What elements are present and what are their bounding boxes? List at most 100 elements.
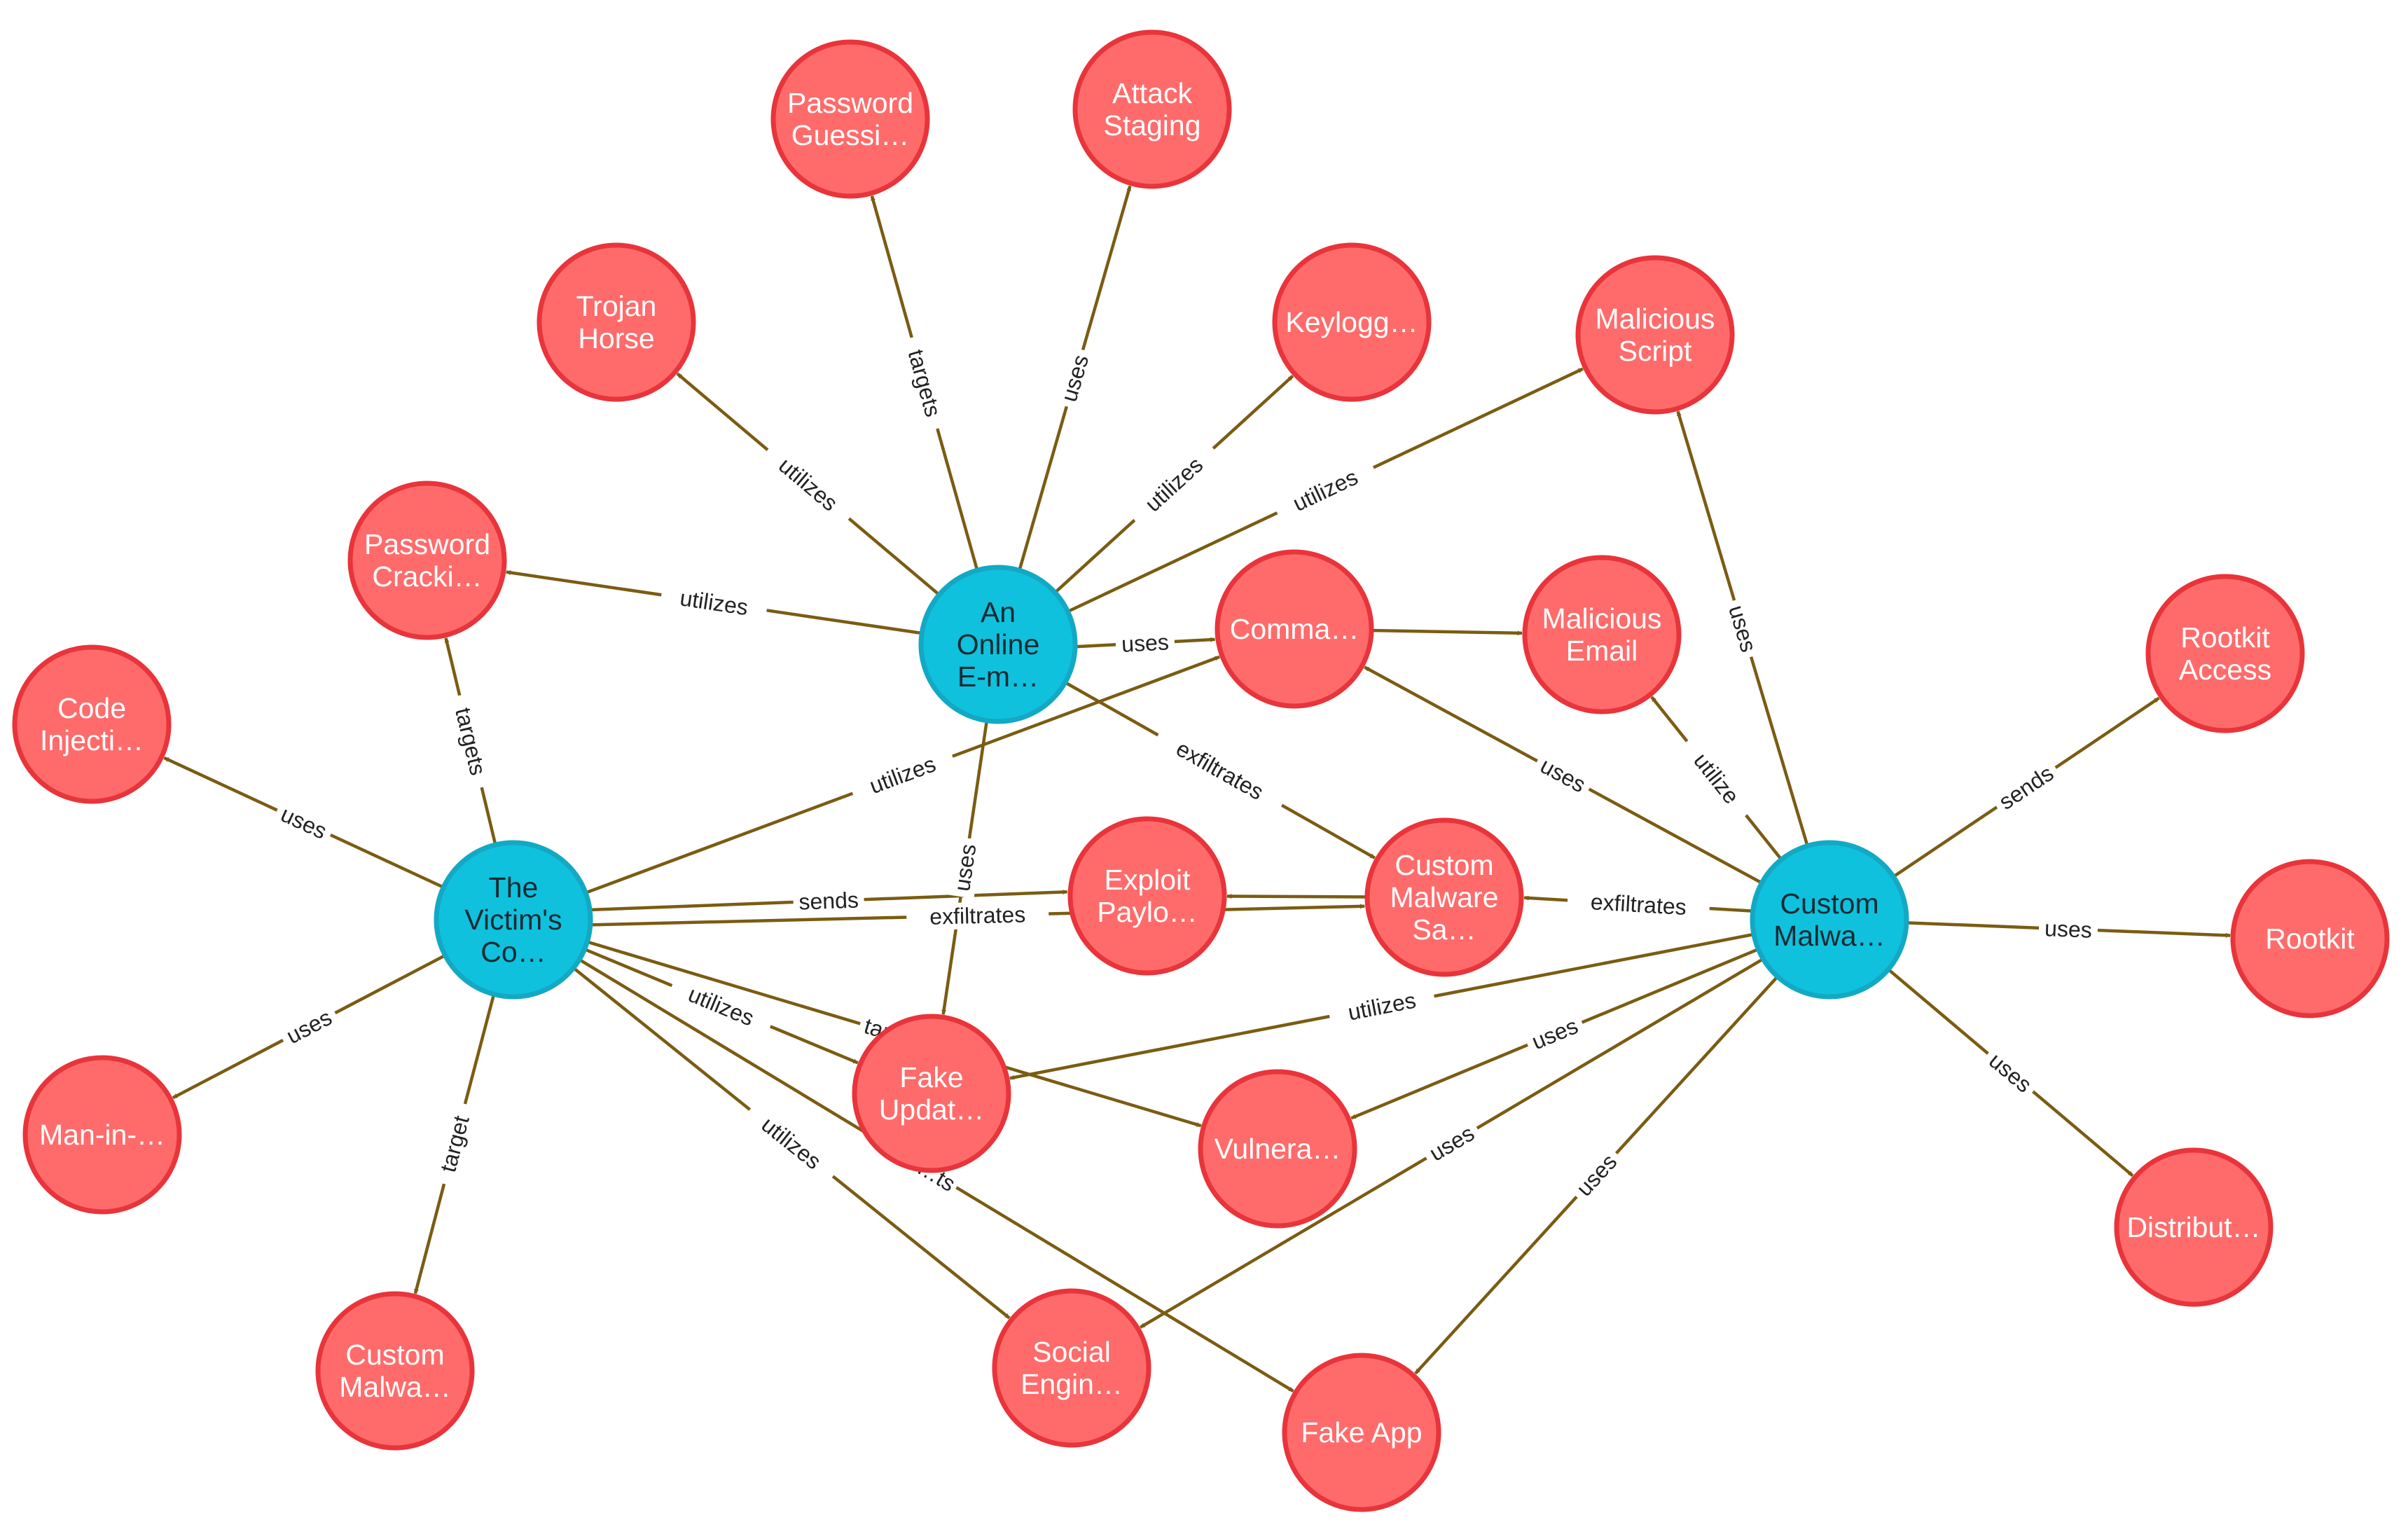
node-rootkit[interactable]: Rootkit [2230,859,2390,1018]
node-fakeapp[interactable]: Fake App [1282,1353,1441,1512]
edge-label-victim-soceng: utilizes [741,1099,842,1187]
edge-label-victim-mitm: uses [277,1001,342,1052]
node-vuln[interactable]: Vulnera… [1198,1069,1357,1229]
node-circle[interactable] [434,840,593,1000]
node-keylog[interactable]: Keylogg… [1272,242,1432,402]
edge-label-text: sends [1994,760,2058,815]
node-label-line: Cracki… [372,560,482,593]
node-circle[interactable] [12,644,172,804]
node-label-line: Malwa… [339,1371,450,1403]
edge-comma-malemail[interactable] [1371,628,1523,636]
node-circle[interactable] [1364,817,1524,977]
node-circle[interactable] [1575,255,1735,415]
edge-label-background [2038,914,2098,944]
node-label-line: Online [957,628,1040,661]
edge-label-background [1522,1010,1587,1058]
node-circle[interactable] [992,1288,1151,1448]
node-label-line: Malicious [1542,602,1662,635]
node-comma[interactable]: Comma… [1215,549,1374,709]
node-label-line: Paylo… [1097,896,1198,928]
edge-label-background [1419,1117,1484,1170]
node-circle[interactable] [315,1291,475,1451]
node-label-line: Access [2179,654,2271,686]
node-circle[interactable] [2114,1147,2274,1307]
node-circle[interactable] [2230,859,2390,1018]
node-distrib[interactable]: Distribut… [2114,1147,2274,1307]
node-label-line: Custom [1780,887,1878,920]
node-circle[interactable] [2145,574,2305,733]
edge-label-cmal-soceng: uses [1419,1117,1484,1170]
node-circle[interactable] [1067,816,1227,976]
node-circle[interactable] [918,565,1078,724]
node-label-line: Rootkit [2265,923,2355,955]
node-circle[interactable] [347,481,507,640]
node-label-line: Password [787,87,913,119]
edge-label-text: utilizes [1289,464,1362,516]
edge-label-background [1989,756,2063,819]
edge-label-cmal-rootkit: uses [2038,914,2098,944]
edge-label-online-cmsample: exfiltrates [1151,723,1289,817]
edge-label-cmal-malscript: uses [1721,596,1764,661]
edge-label-victim-cmsample: exfiltrates [906,900,1049,931]
node-mitm[interactable]: Man-in-… [22,1055,182,1215]
node-label-line: Keylogg… [1285,306,1418,338]
node-circle[interactable] [22,1055,182,1215]
node-circle[interactable] [770,39,930,199]
edge-label-text: utilizes [866,751,939,799]
node-victim[interactable]: TheVictim'sCo… [434,840,593,1000]
edge-label-background [659,581,769,624]
edge-label-background [446,692,495,791]
node-exploit[interactable]: ExploitPaylo… [1067,816,1227,976]
node-pwcrack[interactable]: PasswordCracki… [347,481,507,640]
node-label-line: Code [57,692,126,724]
node-label-line: Custom [1395,849,1493,881]
node-online[interactable]: AnOnlineE-m… [918,565,1078,724]
node-soceng[interactable]: SocialEngin… [992,1288,1151,1448]
node-pwguess[interactable]: PasswordGuessi… [770,39,930,199]
edge-label-online-trojan: utilizes [759,439,858,529]
node-label-line: Social [1032,1336,1111,1368]
node-circle[interactable] [1522,555,1682,714]
edge-label-text: uses [1056,352,1093,404]
edge-label-background [741,1099,842,1187]
node-cmal[interactable]: CustomMalwa… [1750,840,1909,1000]
node-label-line: Trojan [576,290,657,322]
node-custmalw[interactable]: CustomMalwa… [315,1291,475,1451]
node-label-line: Email [1566,635,1638,667]
node-circle[interactable] [1282,1353,1441,1512]
node-cmsample[interactable]: CustomMalwareSa… [1364,817,1524,977]
edge-label-background [271,798,336,848]
node-label-line: Script [1619,335,1692,367]
edge-label-victim-pwcrack: targets [446,692,495,791]
edge-label-background [1053,346,1096,410]
node-label-line: Exploit [1104,864,1191,896]
edge-label-cmal-comma: uses [1530,749,1596,801]
node-codeinj[interactable]: CodeInjecti… [12,644,172,804]
node-circle[interactable] [1750,840,1909,1000]
edge-label-online-staging: uses [1053,346,1096,410]
edge-label-online-pwguess: targets [899,333,950,433]
node-circle[interactable] [1072,29,1232,189]
edge-label-victim-comma: utilizes [847,743,957,806]
node-circle[interactable] [1198,1069,1357,1229]
edge-label-text: uses [277,801,331,844]
edge-label-victim-custmalw: target [431,1100,478,1187]
node-fakeupd[interactable]: FakeUpdat… [852,1014,1011,1173]
edge-label-text: uses [949,842,981,892]
edge-label-background [947,836,983,899]
edge-labels-layer: targets uses utilizes utilizes utilizes utili… [271,333,2098,1206]
node-circle[interactable] [537,242,696,402]
node-circle[interactable] [1215,549,1374,709]
edge-label-text: utilizes [678,585,749,620]
edge-label-background [1115,628,1175,658]
node-label-line: Rootkit [2180,621,2270,654]
node-circle[interactable] [1272,242,1432,402]
edge-label-background [1721,596,1764,661]
node-circle[interactable] [852,1014,1011,1173]
